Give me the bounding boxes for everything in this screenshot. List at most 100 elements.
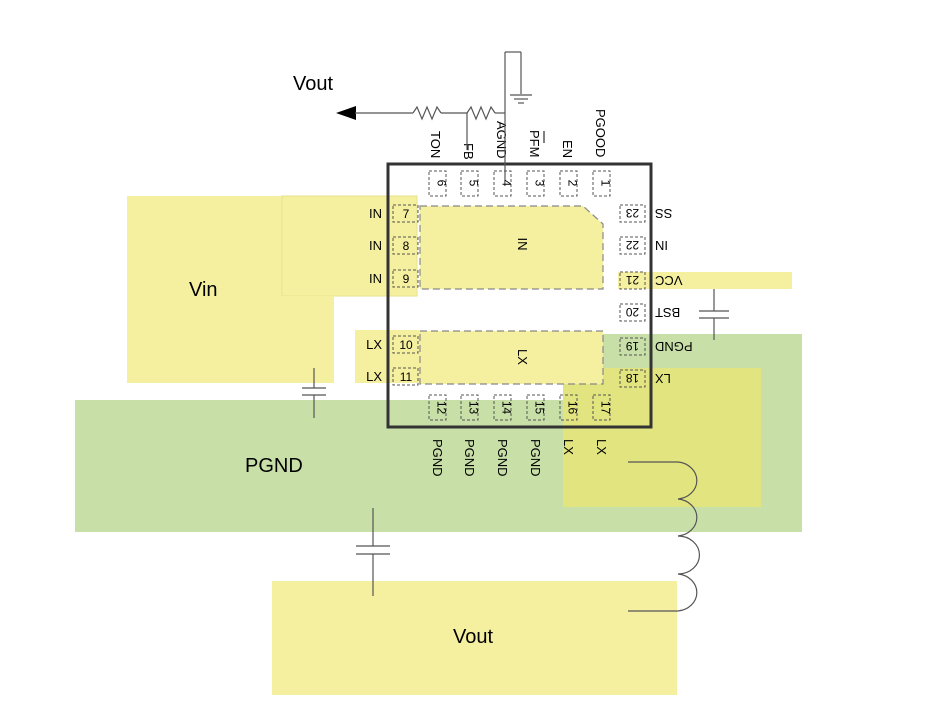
top-pins: 6 TON 5 FB 4 AGND 3 PFM 2 EN 1 PGOOD	[428, 109, 613, 197]
pin-7: 7 IN	[369, 204, 419, 223]
pin-23-name: SS	[655, 206, 673, 221]
vin-label: Vin	[189, 279, 218, 301]
pin-4-name: AGND	[494, 121, 509, 159]
lx-exposed-pad	[419, 330, 604, 385]
vin-capacitor	[302, 368, 326, 418]
pin-6-number: 6	[435, 180, 449, 187]
pin-20-name: BST	[655, 305, 680, 320]
pin-17: 17 LX	[592, 394, 613, 455]
resistor-upper	[412, 105, 442, 121]
pin-3: 3 PFM	[526, 130, 547, 197]
lx-switch-area	[563, 368, 761, 507]
vcc-trace	[618, 272, 792, 289]
pin-22: 22 IN	[619, 236, 668, 255]
pin-13: 13 PGND	[460, 394, 481, 477]
feedback-network	[336, 51, 532, 180]
pin-2-number: 2	[566, 180, 580, 187]
pin-17-name: LX	[594, 439, 609, 455]
pin-6-name: TON	[428, 131, 443, 158]
vout-plane	[272, 581, 677, 695]
ic-package: IN LX	[386, 162, 653, 429]
pin-11-number: 11	[400, 370, 413, 384]
pin-22-number: 22	[626, 238, 640, 252]
pin-19: 19 PGND	[619, 337, 693, 356]
pin-9-name: IN	[369, 271, 382, 286]
pin-4: 4 AGND	[493, 121, 514, 197]
pin-19-name: PGND	[655, 339, 693, 354]
pin-11-name: LX	[366, 369, 382, 384]
pin-20-number: 20	[626, 305, 640, 319]
capacitors	[302, 289, 729, 596]
pin-10-name: LX	[366, 337, 382, 352]
pgnd-label: PGND	[245, 455, 303, 477]
pin-23: 23 SS	[619, 204, 673, 223]
lx-pad-label: LX	[515, 349, 530, 365]
vin-plane-ext	[281, 195, 418, 297]
pin-1-number: 1	[599, 180, 613, 187]
pin-8: 8 IN	[369, 236, 419, 255]
vout-bottom-label: Vout	[453, 626, 493, 648]
in-exposed-pad	[419, 205, 604, 290]
pin-21-number: 21	[626, 273, 640, 287]
pin-6: 6 TON	[428, 131, 449, 197]
pin-7-number: 7	[403, 207, 410, 221]
vout-top-label: Vout	[293, 73, 333, 95]
pin-18: 18 LX	[619, 369, 671, 388]
output-capacitor	[356, 508, 390, 596]
pin-5-number: 5	[467, 180, 481, 187]
pin-8-name: IN	[369, 238, 382, 253]
pin-8-number: 8	[403, 239, 410, 253]
pin-15-number: 15	[533, 401, 547, 415]
pin-12-number: 12	[435, 401, 449, 415]
pin-14-name: PGND	[495, 439, 510, 477]
pin-14-number: 14	[500, 401, 514, 415]
pin-16-number: 16	[566, 401, 580, 415]
resistor-lower	[466, 105, 496, 121]
pin-15-name: PGND	[528, 439, 543, 477]
left-pins: 7 IN 8 IN 9 IN 10 LX 11 LX	[366, 204, 419, 386]
pin-9: 9 IN	[369, 269, 419, 288]
pin-16: 16 LX	[559, 394, 580, 455]
pin-12-name: PGND	[430, 439, 445, 477]
ground-icon	[510, 94, 532, 104]
vin-plane-tab	[282, 296, 334, 383]
inductor	[628, 461, 701, 612]
pin-11: 11 LX	[366, 367, 419, 386]
pin-22-name: IN	[655, 238, 668, 253]
pin-9-number: 9	[403, 272, 410, 286]
pin-1-name: PGOOD	[593, 109, 608, 157]
pin-4-number: 4	[500, 180, 514, 187]
pin-2-name: EN	[560, 140, 575, 158]
pin-13-name: PGND	[462, 439, 477, 477]
pin-21-name: VCC	[655, 273, 682, 288]
pin-12: 12 PGND	[428, 394, 449, 477]
vout-arrow-icon	[336, 106, 356, 120]
pin-15: 15 PGND	[526, 394, 547, 477]
pin-10-number: 10	[399, 338, 413, 352]
pin-3-number: 3	[533, 180, 547, 187]
pin-17-number: 17	[599, 401, 613, 415]
pin-23-number: 23	[626, 206, 640, 220]
right-pins: 23 SS 22 IN 21 VCC 20 BST 19 PGND 18 LX	[619, 204, 693, 388]
pin-13-number: 13	[467, 401, 481, 415]
vin-plane	[127, 196, 283, 383]
in-pad-label: IN	[515, 238, 530, 251]
pin-5-name: FB	[461, 143, 476, 160]
pin-3-name: PFM	[527, 130, 542, 157]
copper-areas	[75, 195, 802, 695]
pin-5: 5 FB	[460, 143, 481, 197]
pin-18-name: LX	[655, 371, 671, 386]
pin-16-name: LX	[561, 439, 576, 455]
pin-21: 21 VCC	[619, 271, 682, 290]
pin-1: 1 PGOOD	[592, 109, 613, 197]
pin-18-number: 18	[626, 371, 640, 385]
bottom-pins: 12 PGND 13 PGND 14 PGND 15 PGND 16 LX 17…	[428, 394, 613, 477]
pin-14: 14 PGND	[493, 394, 514, 477]
bst-capacitor	[699, 289, 729, 340]
pin-10: 10 LX	[366, 335, 419, 354]
ic-outline	[386, 162, 653, 429]
pin-19-number: 19	[626, 339, 640, 353]
pin-20: 20 BST	[619, 303, 680, 322]
pin-7-name: IN	[369, 206, 382, 221]
